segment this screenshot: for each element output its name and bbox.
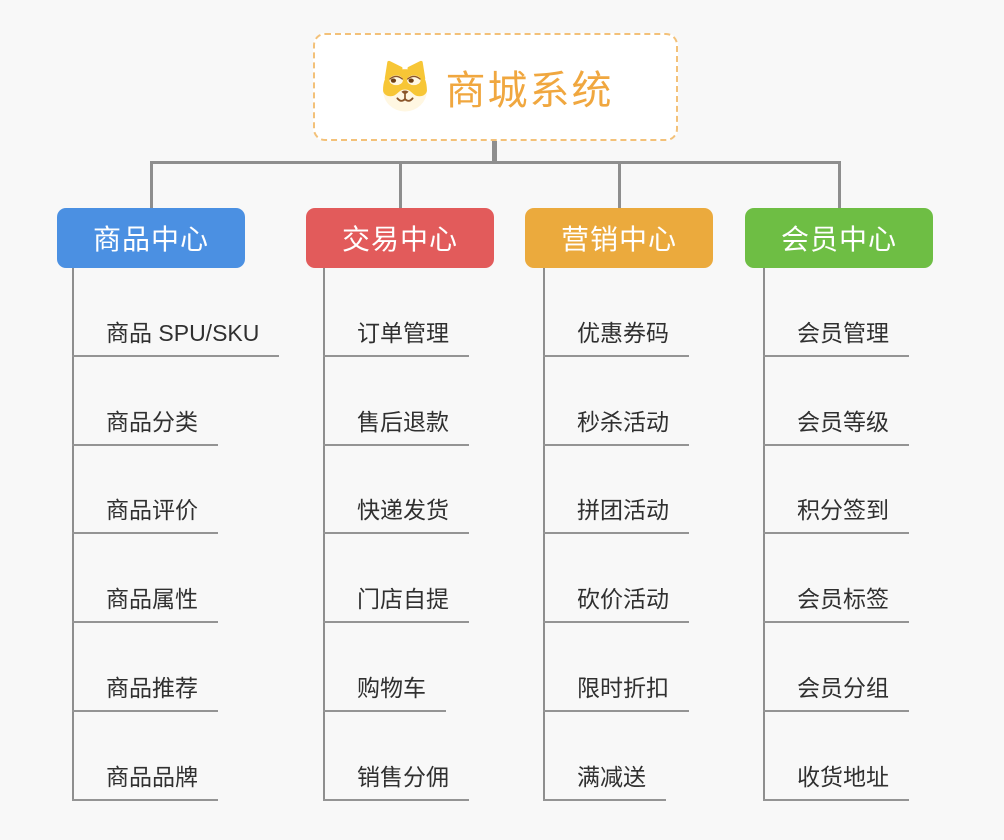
- leaf-marketing-center-1[interactable]: 秒杀活动: [543, 411, 689, 446]
- leaf-marketing-center-3[interactable]: 砍价活动: [543, 588, 689, 623]
- leaf-product-center-1[interactable]: 商品分类: [72, 411, 218, 446]
- leaf-product-center-2[interactable]: 商品评价: [72, 499, 218, 534]
- branch-child-line: [72, 268, 74, 801]
- root-stem-line: [492, 139, 497, 164]
- leaf-marketing-center-0[interactable]: 优惠券码: [543, 322, 689, 357]
- leaf-product-center-3[interactable]: 商品属性: [72, 588, 218, 623]
- leaf-product-center-4[interactable]: 商品推荐: [72, 677, 218, 712]
- branch-node-product-center[interactable]: 商品中心: [57, 208, 245, 268]
- leaf-trade-center-3[interactable]: 门店自提: [323, 588, 469, 623]
- leaf-trade-center-0[interactable]: 订单管理: [323, 322, 469, 357]
- leaf-member-center-2[interactable]: 积分签到: [763, 499, 909, 534]
- leaf-member-center-0[interactable]: 会员管理: [763, 322, 909, 357]
- leaf-marketing-center-5[interactable]: 满减送: [543, 766, 666, 801]
- branch-child-line: [323, 268, 325, 801]
- root-title: 商城系统: [445, 69, 614, 113]
- leaf-trade-center-2[interactable]: 快递发货: [323, 499, 469, 534]
- dog-face-icon: [382, 60, 427, 112]
- leaf-marketing-center-2[interactable]: 拼团活动: [543, 499, 689, 534]
- leaf-product-center-5[interactable]: 商品品牌: [72, 766, 218, 801]
- branch-node-label: 会员中心: [780, 224, 897, 255]
- branch-node-marketing-center[interactable]: 营销中心: [525, 208, 713, 268]
- leaf-member-center-1[interactable]: 会员等级: [763, 411, 909, 446]
- rail-drop-line: [398, 161, 402, 209]
- branch-rail-line: [150, 161, 840, 164]
- leaf-trade-center-1[interactable]: 售后退款: [323, 411, 469, 446]
- leaf-marketing-center-4[interactable]: 限时折扣: [543, 677, 689, 712]
- branch-node-label: 营销中心: [560, 224, 677, 255]
- leaf-trade-center-5[interactable]: 销售分佣: [323, 766, 469, 801]
- root-node[interactable]: 商城系统: [313, 33, 678, 141]
- rail-drop-line: [149, 161, 153, 209]
- leaf-trade-center-4[interactable]: 购物车: [323, 677, 446, 712]
- branch-node-trade-center[interactable]: 交易中心: [306, 208, 494, 268]
- branch-child-line: [543, 268, 545, 801]
- leaf-member-center-5[interactable]: 收货地址: [763, 766, 909, 801]
- branch-node-member-center[interactable]: 会员中心: [745, 208, 933, 268]
- leaf-member-center-4[interactable]: 会员分组: [763, 677, 909, 712]
- branch-node-label: 商品中心: [92, 224, 209, 255]
- leaf-member-center-3[interactable]: 会员标签: [763, 588, 909, 623]
- rail-drop-line: [837, 161, 841, 209]
- rail-drop-line: [617, 161, 621, 209]
- leaf-product-center-0[interactable]: 商品 SPU/SKU: [72, 322, 280, 357]
- branch-child-line: [763, 268, 765, 801]
- branch-node-label: 交易中心: [341, 224, 458, 255]
